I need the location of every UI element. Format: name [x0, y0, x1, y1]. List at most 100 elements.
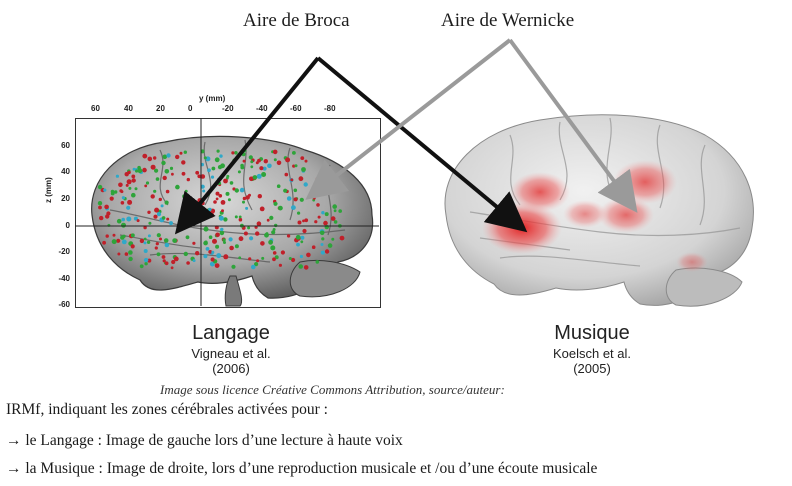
activation-dot	[185, 235, 190, 240]
activation-dot	[278, 263, 282, 267]
z-tick-label: 0	[65, 221, 70, 230]
activation-dot	[128, 250, 133, 255]
activation-dot	[145, 181, 150, 185]
activation-dot	[209, 261, 215, 267]
activation-dot	[142, 167, 147, 173]
activation-dot	[266, 218, 270, 222]
activation-dot	[128, 256, 133, 262]
activation-dot	[327, 243, 333, 248]
activation-dot	[336, 182, 340, 186]
activation-dot	[219, 230, 225, 236]
activation-dot	[338, 209, 343, 213]
activation-dot	[339, 186, 344, 192]
activation-dot	[156, 252, 161, 257]
activation-dot	[162, 154, 168, 160]
activation-dot	[160, 204, 164, 208]
activation-dot	[155, 177, 160, 181]
activation-dot	[326, 175, 330, 179]
activation-dot	[321, 211, 325, 215]
activation-dot	[288, 257, 292, 260]
activation-dot	[222, 238, 226, 242]
activation-dot	[311, 245, 316, 249]
activation-dot	[321, 237, 325, 241]
activation-dot	[184, 222, 189, 228]
activation-dot	[137, 168, 143, 174]
activation-dot	[208, 250, 213, 254]
activation-dot	[219, 154, 223, 158]
image-credit: Image sous licence Créative Commons Attr…	[160, 382, 505, 397]
activation-dot	[238, 217, 243, 222]
activation-dot	[238, 256, 242, 260]
activation-dot	[251, 264, 256, 270]
z-tick-label: -40	[58, 274, 70, 283]
activation-dot	[126, 205, 131, 210]
activation-dot	[292, 151, 296, 155]
activation-dot	[195, 251, 200, 256]
activation-dot	[142, 153, 148, 159]
activation-dot	[179, 151, 183, 155]
activation-dot	[260, 241, 265, 246]
activation-dot	[269, 215, 274, 220]
activation-dot	[290, 178, 294, 182]
activation-dot	[312, 196, 316, 200]
activation-dot	[320, 250, 325, 255]
activation-dot	[204, 240, 208, 244]
activation-dot	[333, 209, 337, 213]
activation-dot	[97, 201, 103, 206]
activation-dot	[259, 166, 264, 171]
activation-dot	[283, 188, 288, 193]
activation-dot	[298, 264, 304, 269]
activation-dot	[320, 170, 325, 176]
activation-dot	[304, 159, 308, 163]
activation-dot	[240, 163, 244, 168]
activation-dot	[297, 211, 301, 215]
activation-dot	[162, 175, 167, 181]
activation-dot	[331, 237, 335, 241]
activation-dot	[242, 200, 245, 204]
activation-dot	[127, 199, 133, 205]
activation-dot	[117, 252, 121, 256]
intro-text: IRMf, indiquant les zones cérébrales act…	[6, 401, 328, 418]
activation-dot	[139, 238, 145, 244]
activation-dot	[299, 197, 304, 202]
activation-dot	[226, 174, 230, 178]
activation-dot	[302, 228, 307, 234]
activation-dot	[150, 194, 155, 199]
activation-dot	[121, 222, 126, 228]
activation-dot	[272, 228, 276, 231]
activation-dot	[304, 218, 309, 223]
activation-dot	[203, 254, 208, 259]
activation-dot	[208, 207, 212, 212]
activation-dot	[291, 257, 296, 263]
activation-dot	[171, 172, 174, 176]
activation-dot	[216, 253, 222, 259]
y-tick-label: -60	[290, 104, 302, 113]
activation-dot	[210, 257, 215, 262]
activation-dot	[161, 160, 166, 166]
activation-dot	[203, 156, 207, 160]
activation-dot	[114, 190, 118, 194]
activation-dot	[303, 182, 308, 187]
activation-dot	[297, 220, 302, 225]
activation-dot	[249, 236, 254, 241]
activation-dot	[263, 159, 268, 164]
activation-dot	[268, 239, 273, 245]
activation-dot	[154, 246, 158, 250]
activation-dot	[238, 236, 244, 242]
activation-dot	[164, 169, 170, 174]
activation-dot	[147, 234, 151, 238]
activation-dot	[276, 160, 282, 166]
activation-dot	[120, 235, 125, 240]
activation-dot	[213, 200, 217, 204]
activation-dot	[207, 168, 211, 173]
activation-dot	[333, 220, 338, 224]
activation-dot	[161, 216, 166, 220]
activation-dot	[217, 165, 223, 170]
activation-dot	[231, 151, 235, 155]
activation-dot	[110, 189, 115, 194]
activation-dot	[162, 259, 166, 263]
activation-dot	[161, 255, 166, 259]
activation-dot	[292, 164, 296, 168]
activation-dot	[223, 254, 229, 260]
